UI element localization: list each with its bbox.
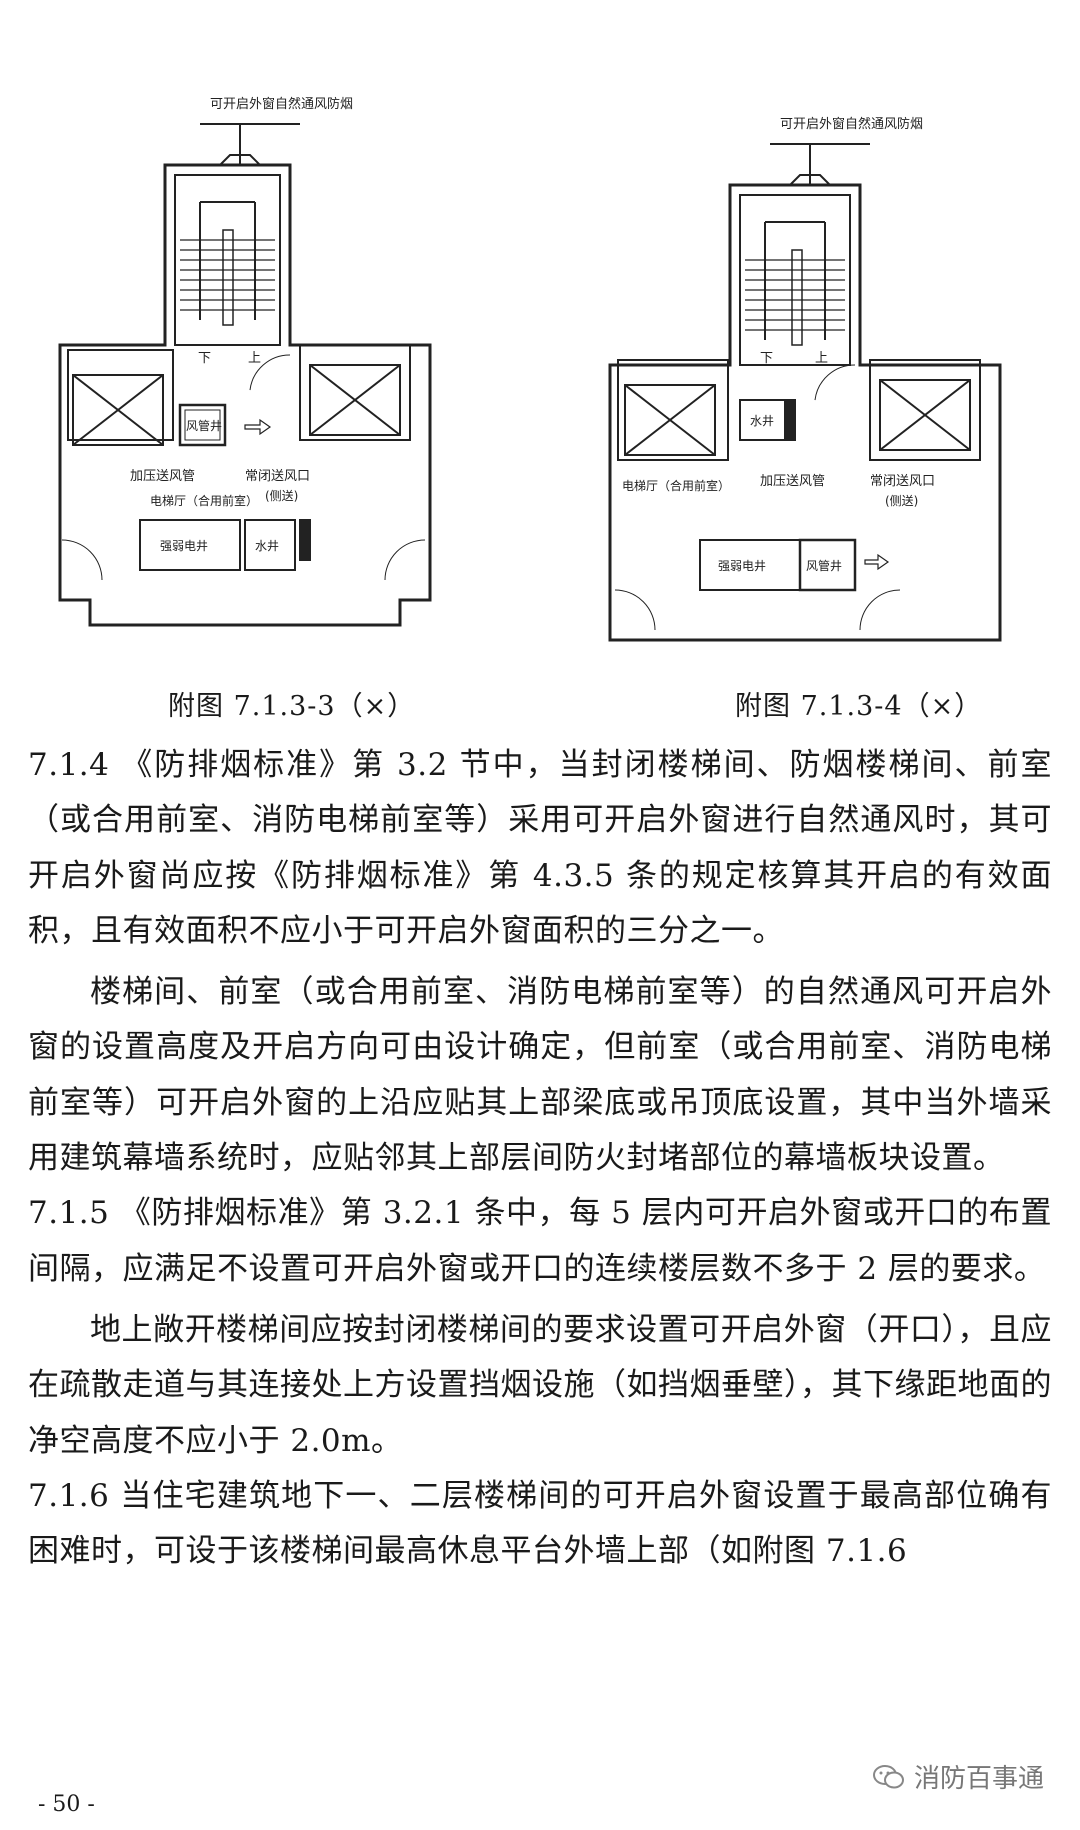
figure-right: 可开启外窗自然通风防烟 下 上 水井 电梯厅（合用前室） 加压送风管 常闭送风口… xyxy=(600,100,1040,670)
label-power-shaft: 强弱电井 xyxy=(160,539,208,553)
label-stair-down: 下 xyxy=(198,351,211,366)
page-number: - 50 - xyxy=(38,1792,95,1817)
label-natural-ventilation: 可开启外窗自然通风防烟 xyxy=(210,96,353,112)
label-vent-note: (侧送) xyxy=(885,493,918,508)
caption-left: 附图 7.1.3-3（×） xyxy=(168,691,416,722)
label-duct-shaft: 风管井 xyxy=(186,418,222,433)
label-stair-up: 上 xyxy=(248,351,261,366)
paragraph-7-1-6: 7.1.6 当住宅建筑地下一、二层楼梯间的可开启外窗设置于最高部位确有困难时，可… xyxy=(28,1477,1052,1570)
caption-right: 附图 7.1.3-4（×） xyxy=(735,691,983,722)
label-lobby: 电梯厅（合用前室） xyxy=(150,493,258,508)
floor-plan-left: 可开启外窗自然通风防烟 下 上 风管井 加压送风管 常闭送风口 (侧送) 电梯厅… xyxy=(58,96,432,627)
label-natural-ventilation: 可开启外窗自然通风防烟 xyxy=(780,116,923,132)
label-water-shaft: 水井 xyxy=(255,539,279,553)
document-body: 7.1.4 《防排烟标准》第 3.2 节中，当封闭楼梯间、防烟楼梯间、前室（或合… xyxy=(28,738,1052,1579)
paragraph-stair-window: 楼梯间、前室（或合用前室、消防电梯前室等）的自然通风可开启外窗的设置高度及开启方… xyxy=(28,974,1052,1177)
label-stair-down: 下 xyxy=(760,351,773,366)
label-lobby: 电梯厅（合用前室） xyxy=(622,478,730,493)
floor-plan-right: 可开启外窗自然通风防烟 下 上 水井 电梯厅（合用前室） 加压送风管 常闭送风口… xyxy=(608,116,1002,642)
paragraph-7-1-5: 7.1.5 《防排烟标准》第 3.2.1 条中，每 5 层内可开启外窗或开口的布… xyxy=(28,1195,1052,1287)
paragraph-7-1-4: 7.1.4 《防排烟标准》第 3.2 节中，当封闭楼梯间、防烟楼梯间、前室（或合… xyxy=(28,747,1052,949)
label-water-shaft: 水井 xyxy=(750,414,774,428)
figure-left: 可开启外窗自然通风防烟 下 上 风管井 加压送风管 常闭送风口 (侧送) 电梯厅… xyxy=(40,80,480,670)
label-vent: 常闭送风口 xyxy=(245,469,310,484)
label-pressure-duct: 加压送风管 xyxy=(760,474,825,489)
label-pressure-duct: 加压送风管 xyxy=(130,469,195,484)
label-duct-shaft: 风管井 xyxy=(806,558,842,573)
paragraph-open-stair: 地上敞开楼梯间应按封闭楼梯间的要求设置可开启外窗（开口），且应在疏散走道与其连接… xyxy=(28,1311,1052,1459)
label-vent-note: (侧送) xyxy=(265,488,298,503)
wechat-icon xyxy=(872,1764,904,1788)
label-stair-up: 上 xyxy=(815,351,828,366)
label-vent: 常闭送风口 xyxy=(870,474,935,489)
watermark: 消防百事通 xyxy=(872,1758,1044,1795)
label-power-shaft: 强弱电井 xyxy=(718,559,766,573)
watermark-text: 消防百事通 xyxy=(913,1764,1044,1794)
